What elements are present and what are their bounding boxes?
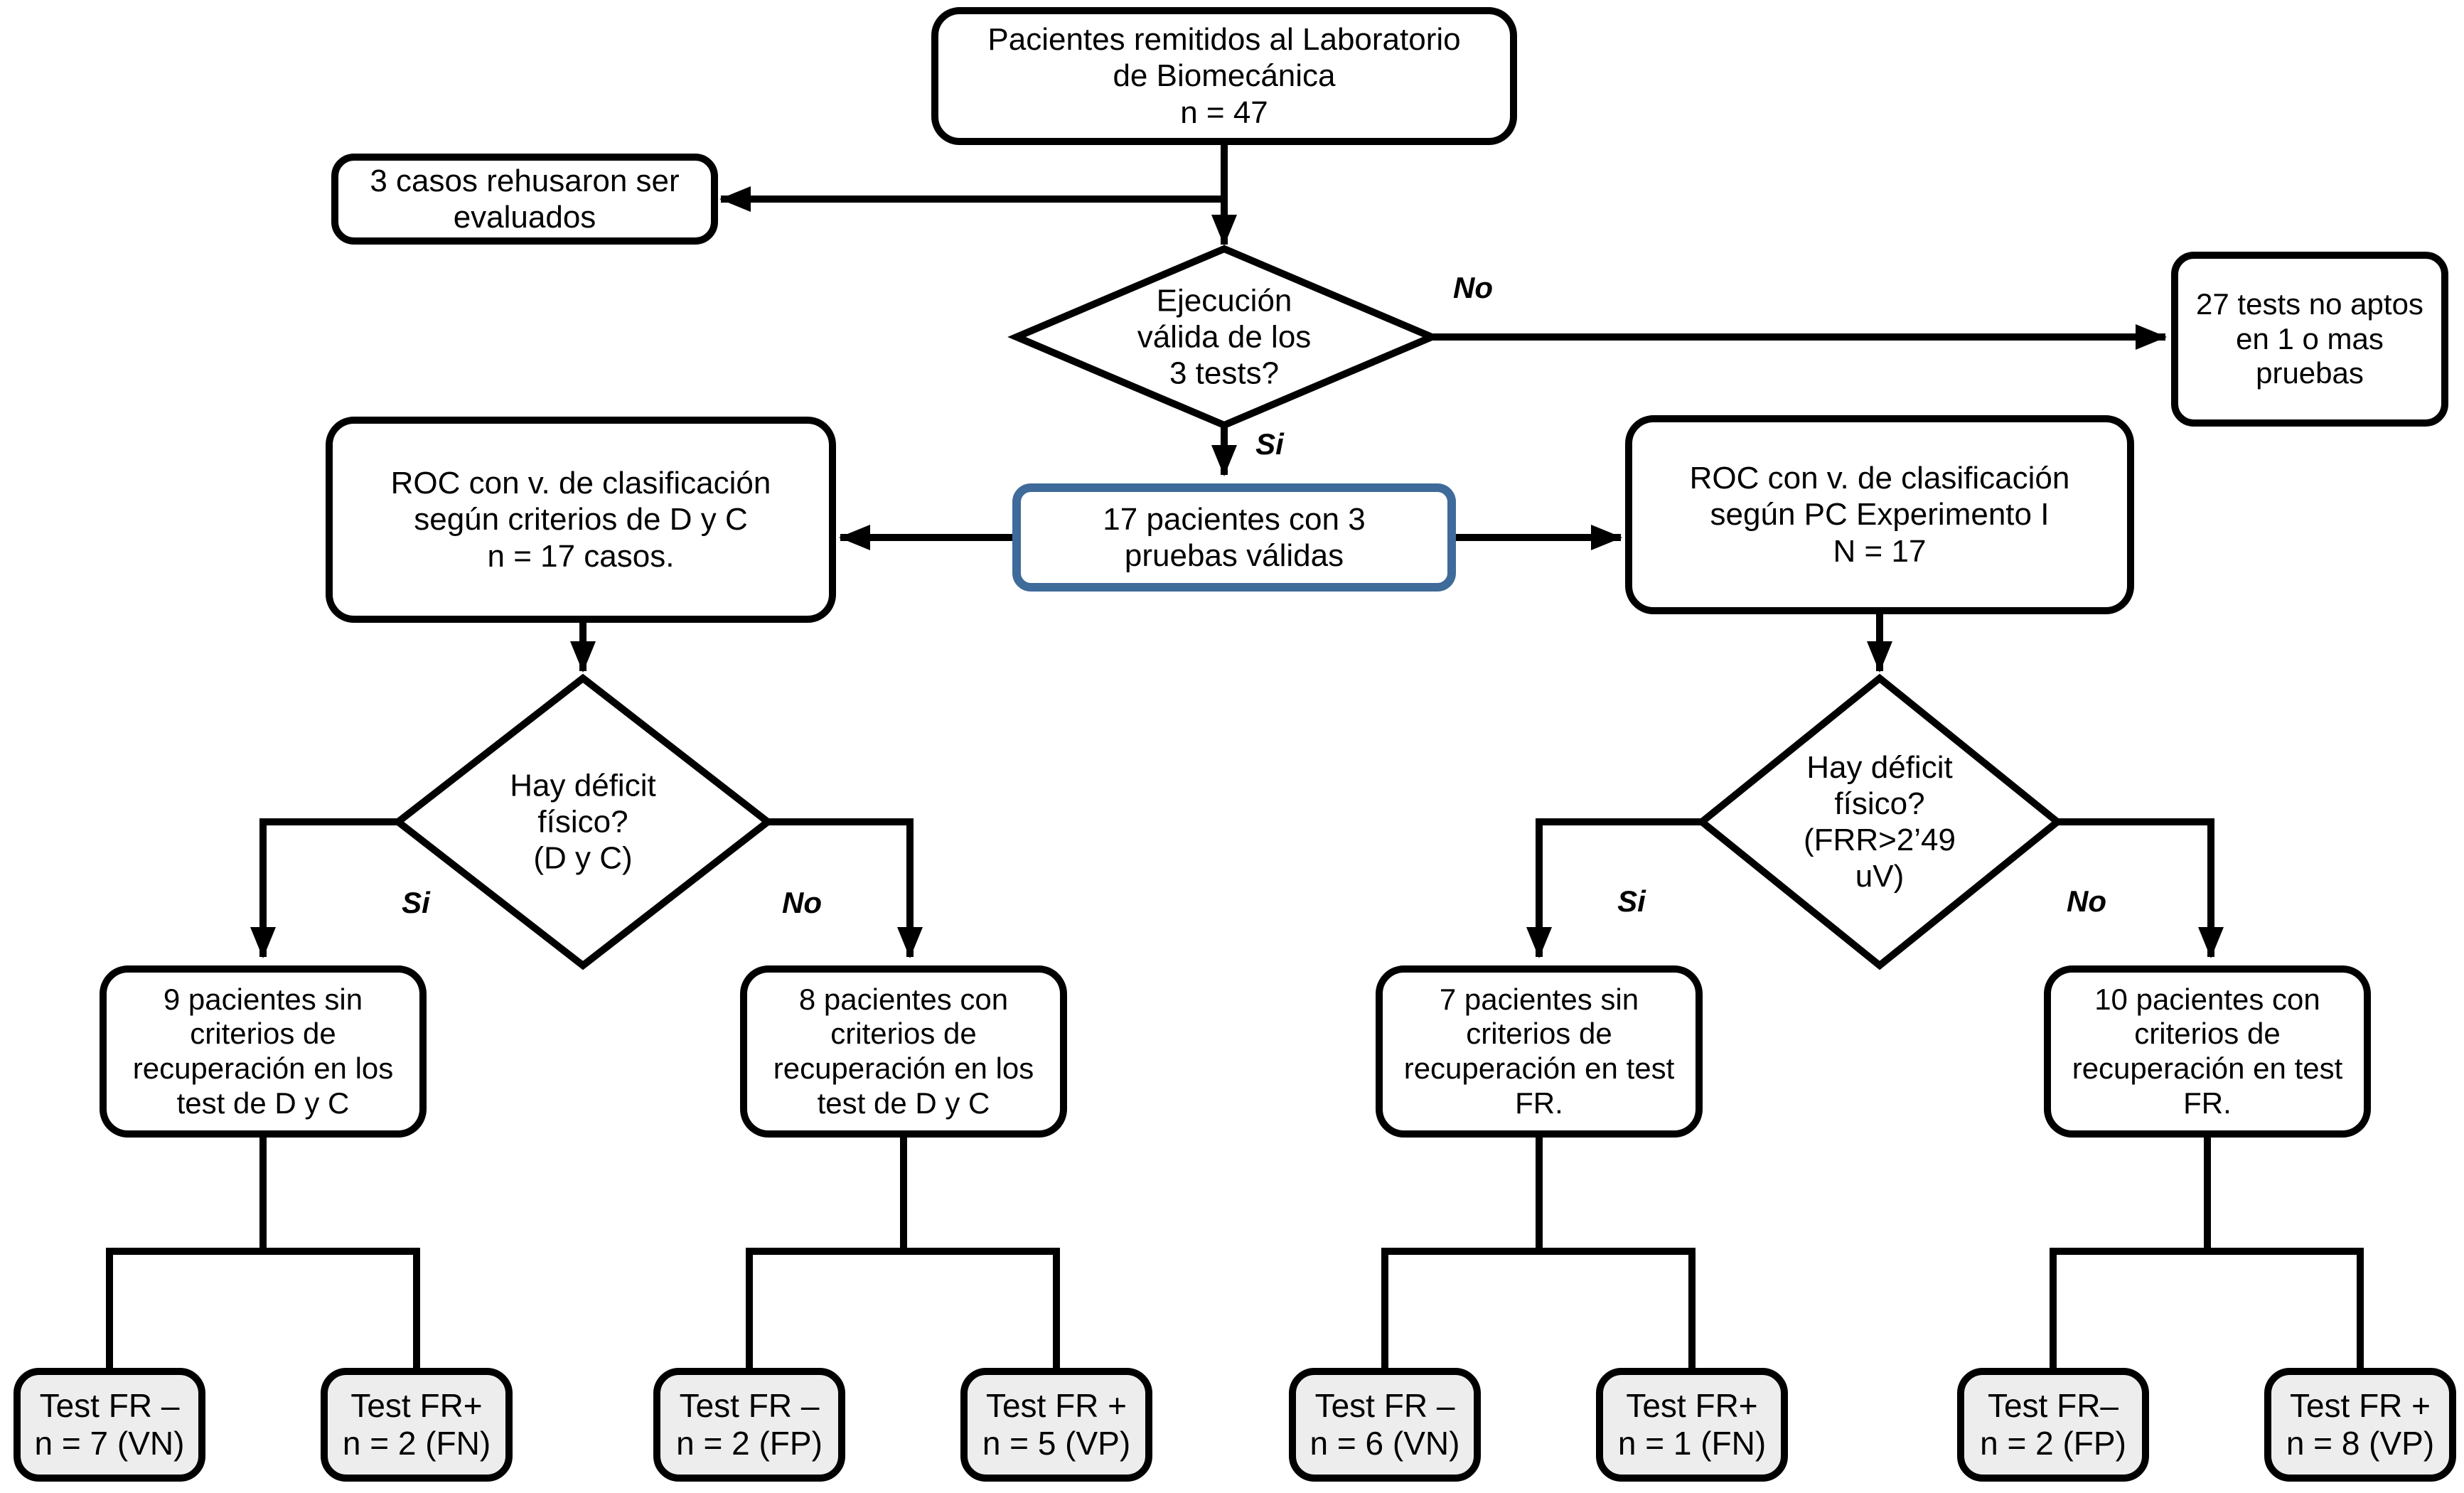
decision-deficit-dyc-shape: [392, 673, 774, 970]
node-no-recovery-dyc: 9 pacientes sin criterios de recuperació…: [100, 965, 427, 1138]
node-refused-cases: 3 casos rehusaron ser evaluados: [331, 154, 718, 245]
node-no-recovery-fr: 7 pacientes sin criterios de recuperació…: [1376, 965, 1703, 1138]
edge-label-no-valid: No: [1453, 271, 1493, 304]
node-test-fr-pos-fn-2: Test FR+ n = 1 (FN): [1596, 1368, 1788, 1482]
node-valid-patients: 17 pacientes con 3 pruebas válidas: [1012, 483, 1456, 592]
node-test-fr-pos-vp-2: Test FR + n = 8 (VP): [2264, 1368, 2456, 1482]
node-test-fr-neg-vn-2: Test FR – n = 6 (VN): [1289, 1368, 1481, 1482]
edge-label-si-dyc: Si: [402, 886, 430, 919]
decision-deficit-frr-label: Hay déficit físico? (FRR>2’49 uV): [1804, 749, 1956, 894]
decision-deficit-frr-shape: [1696, 673, 2063, 970]
node-test-fr-pos-vp: Test FR + n = 5 (VP): [960, 1368, 1152, 1482]
decision-deficit-dyc-label: Hay déficit físico? (D y C): [510, 768, 656, 876]
node-referred-patients: Pacientes remitidos al Laboratorio de Bi…: [931, 7, 1517, 145]
node-roc-dyc: ROC con v. de clasificación según criter…: [326, 417, 836, 623]
node-test-fr-neg-vn: Test FR – n = 7 (VN): [14, 1368, 205, 1482]
connector-no-dyc: [768, 818, 923, 958]
node-test-fr-neg-fp: Test FR – n = 2 (FP): [653, 1368, 845, 1482]
decision-valid-execution-shape: [1007, 245, 1441, 429]
connector-si-frr: [1526, 818, 1702, 958]
edge-label-si-frr: Si: [1617, 884, 1646, 918]
edge-label-no-frr: No: [2067, 884, 2106, 918]
node-test-fr-pos-fn: Test FR+ n = 2 (FN): [321, 1368, 513, 1482]
node-recovery-dyc: 8 pacientes con criterios de recuperació…: [740, 965, 1067, 1138]
node-recovery-fr: 10 pacientes con criterios de recuperaci…: [2044, 965, 2371, 1138]
connector-si-dyc: [250, 818, 398, 958]
connector-split-fr-sin: [1381, 1136, 1696, 1369]
edge-label-si-valid: Si: [1255, 427, 1284, 461]
node-test-fr-neg-fp-2: Test FR– n = 2 (FP): [1957, 1368, 2149, 1482]
connector-split-dyc-con: [746, 1136, 1060, 1369]
connector-split-dyc-sin: [106, 1136, 420, 1369]
connector-split-fr-con: [2050, 1136, 2364, 1369]
node-roc-pc: ROC con v. de clasificación según PC Exp…: [1625, 415, 2134, 614]
connector-no-frr: [2057, 818, 2224, 958]
node-tests-not-apt: 27 tests no aptos en 1 o mas pruebas: [2171, 252, 2448, 427]
edge-label-no-dyc: No: [782, 886, 822, 919]
decision-valid-execution-label: Ejecución válida de los 3 tests?: [1137, 283, 1312, 391]
